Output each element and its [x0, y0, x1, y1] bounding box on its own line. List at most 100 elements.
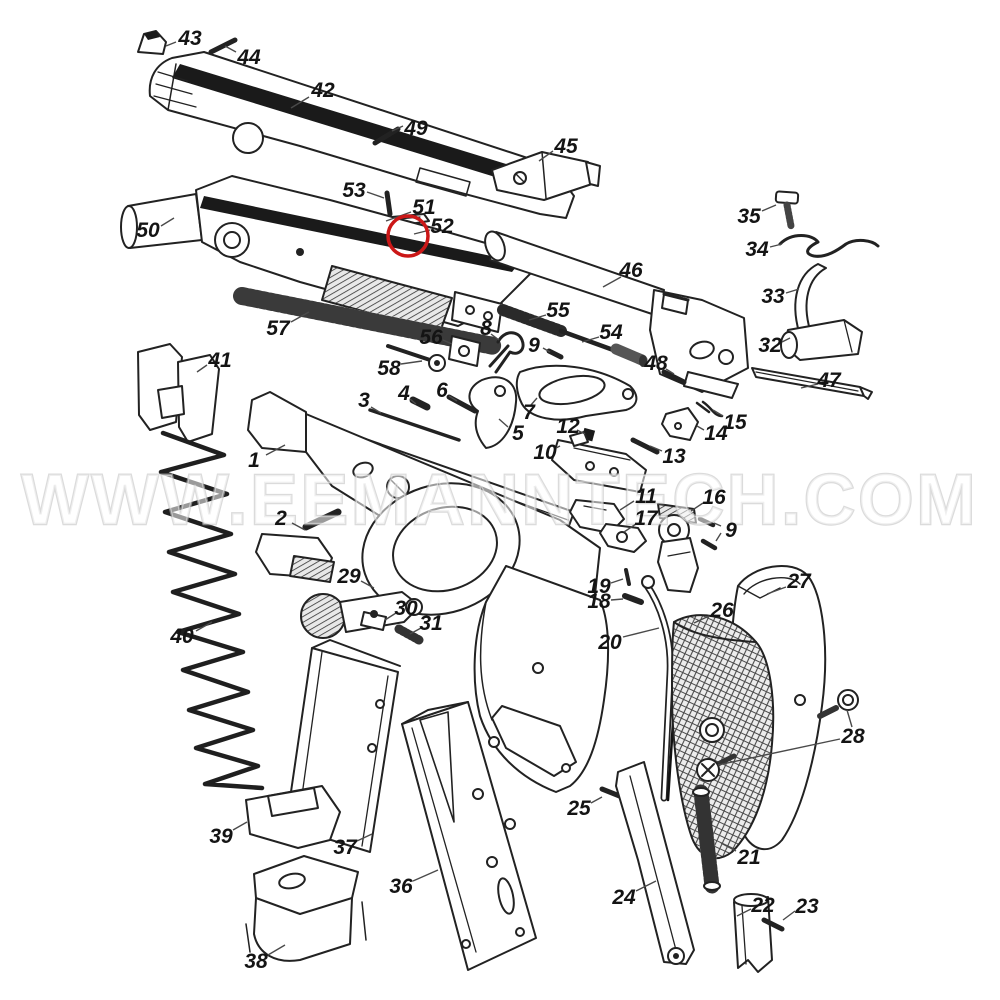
part-label-44: 44 — [236, 46, 261, 69]
magazine-body-drawing — [401, 701, 537, 971]
leader-line-1 — [265, 444, 286, 456]
leader-line-42 — [290, 96, 310, 109]
part-label-12: 12 — [556, 415, 580, 438]
leader-line-29 — [360, 580, 375, 589]
part-label-19: 19 — [587, 575, 611, 598]
leader-line-56 — [442, 339, 453, 345]
part-label-20: 20 — [597, 631, 622, 654]
part-label-8: 8 — [480, 317, 492, 340]
spring-rod-drawing — [497, 304, 648, 367]
leader-line-47 — [800, 383, 819, 389]
tiny-pin-drawing — [624, 568, 631, 586]
part-label-58: 58 — [377, 357, 401, 380]
cam-lever-drawing — [661, 407, 699, 441]
safety-detent-drawing — [360, 610, 387, 631]
leader-line-37 — [356, 833, 373, 842]
part-label-24: 24 — [611, 886, 636, 909]
base-pad-drawing — [245, 855, 367, 962]
leader-line-30 — [384, 612, 397, 621]
leader-line-27 — [766, 586, 787, 595]
small-pin-drawing — [546, 348, 564, 360]
leader-line-54 — [581, 336, 600, 343]
leader-line-25 — [590, 796, 603, 804]
leader-line-6 — [448, 395, 458, 402]
part-label-42: 42 — [310, 79, 335, 102]
plug-pin-drawing — [761, 917, 785, 932]
wire-spring-drawing — [778, 234, 880, 258]
leader-line-26 — [693, 615, 710, 624]
leader-line-32 — [781, 337, 791, 343]
hammer-drawing — [657, 503, 699, 593]
leader-line-13 — [649, 445, 663, 452]
parts-drawing-layer — [120, 30, 880, 973]
leader-line-14 — [696, 425, 705, 431]
leader-line-23 — [782, 910, 796, 921]
part-label-50: 50 — [136, 219, 160, 242]
leader-line-12 — [576, 429, 586, 435]
trigger-bar-drawing — [515, 364, 638, 421]
leader-line-9 — [715, 532, 722, 542]
detent-spring-drawing — [394, 624, 424, 645]
leader-line-31 — [409, 627, 422, 635]
leader-line-33 — [785, 288, 800, 294]
part-label-15: 15 — [723, 411, 747, 434]
part-label-9: 9 — [528, 334, 540, 357]
disconnector-drawing — [599, 523, 647, 553]
sight-pin-drawing — [208, 37, 238, 55]
leader-line-44 — [224, 45, 237, 53]
leader-line-18 — [610, 598, 624, 601]
part-label-48: 48 — [643, 352, 668, 375]
leader-line-43 — [165, 41, 177, 47]
part-label-30: 30 — [394, 597, 418, 620]
part-label-34: 34 — [745, 238, 769, 261]
part-label-33: 33 — [761, 285, 785, 308]
part-label-28: 28 — [840, 725, 865, 748]
frame-drawing — [247, 391, 610, 793]
part-label-2: 2 — [274, 507, 287, 530]
mainspring-drawing — [692, 784, 721, 894]
part-label-21: 21 — [736, 846, 760, 869]
leader-line-19 — [610, 578, 624, 584]
magazine-spring-drawing — [158, 430, 265, 791]
trigger-drawing — [468, 376, 518, 449]
leader-line-34 — [769, 243, 783, 248]
part-label-5: 5 — [512, 422, 524, 445]
leader-line-21 — [720, 842, 737, 852]
leader-line-16 — [690, 502, 704, 512]
part-label-6: 6 — [436, 379, 448, 402]
backstrap-drawing — [137, 343, 220, 443]
part-label-47: 47 — [816, 369, 842, 392]
highlight-circle — [386, 214, 430, 258]
leader-line-58 — [400, 360, 423, 365]
leader-line-8 — [490, 333, 500, 341]
barrel-block-drawing — [120, 175, 533, 333]
leader-line-2 — [291, 522, 306, 531]
leader-line-40 — [195, 621, 213, 632]
part-label-52: 52 — [430, 215, 454, 238]
part-label-18: 18 — [587, 590, 611, 613]
leader-line-3 — [370, 406, 382, 414]
slide-stop-drawing — [255, 508, 342, 583]
leader-line-45 — [538, 150, 554, 162]
spring-block-drawing — [448, 335, 481, 367]
part-label-13: 13 — [662, 445, 686, 468]
grip-screw-drawing — [696, 753, 737, 782]
leader-line-55 — [528, 314, 547, 321]
leader-line-49 — [391, 125, 404, 132]
part-label-36: 36 — [389, 875, 413, 898]
follower-drawing — [245, 785, 341, 849]
grip-screw-drawing — [817, 689, 859, 719]
screw-drawing — [774, 190, 800, 230]
slide-stop-body-drawing — [780, 319, 863, 361]
link-pin-drawing — [661, 369, 687, 385]
leader-line-28 — [717, 738, 841, 766]
leader-line-39 — [232, 821, 248, 831]
part-label-17: 17 — [634, 507, 659, 530]
flat-spring-drawing — [751, 367, 873, 400]
part-label-1: 1 — [248, 449, 260, 472]
part-label-3: 3 — [358, 389, 370, 412]
part-label-29: 29 — [336, 565, 361, 588]
